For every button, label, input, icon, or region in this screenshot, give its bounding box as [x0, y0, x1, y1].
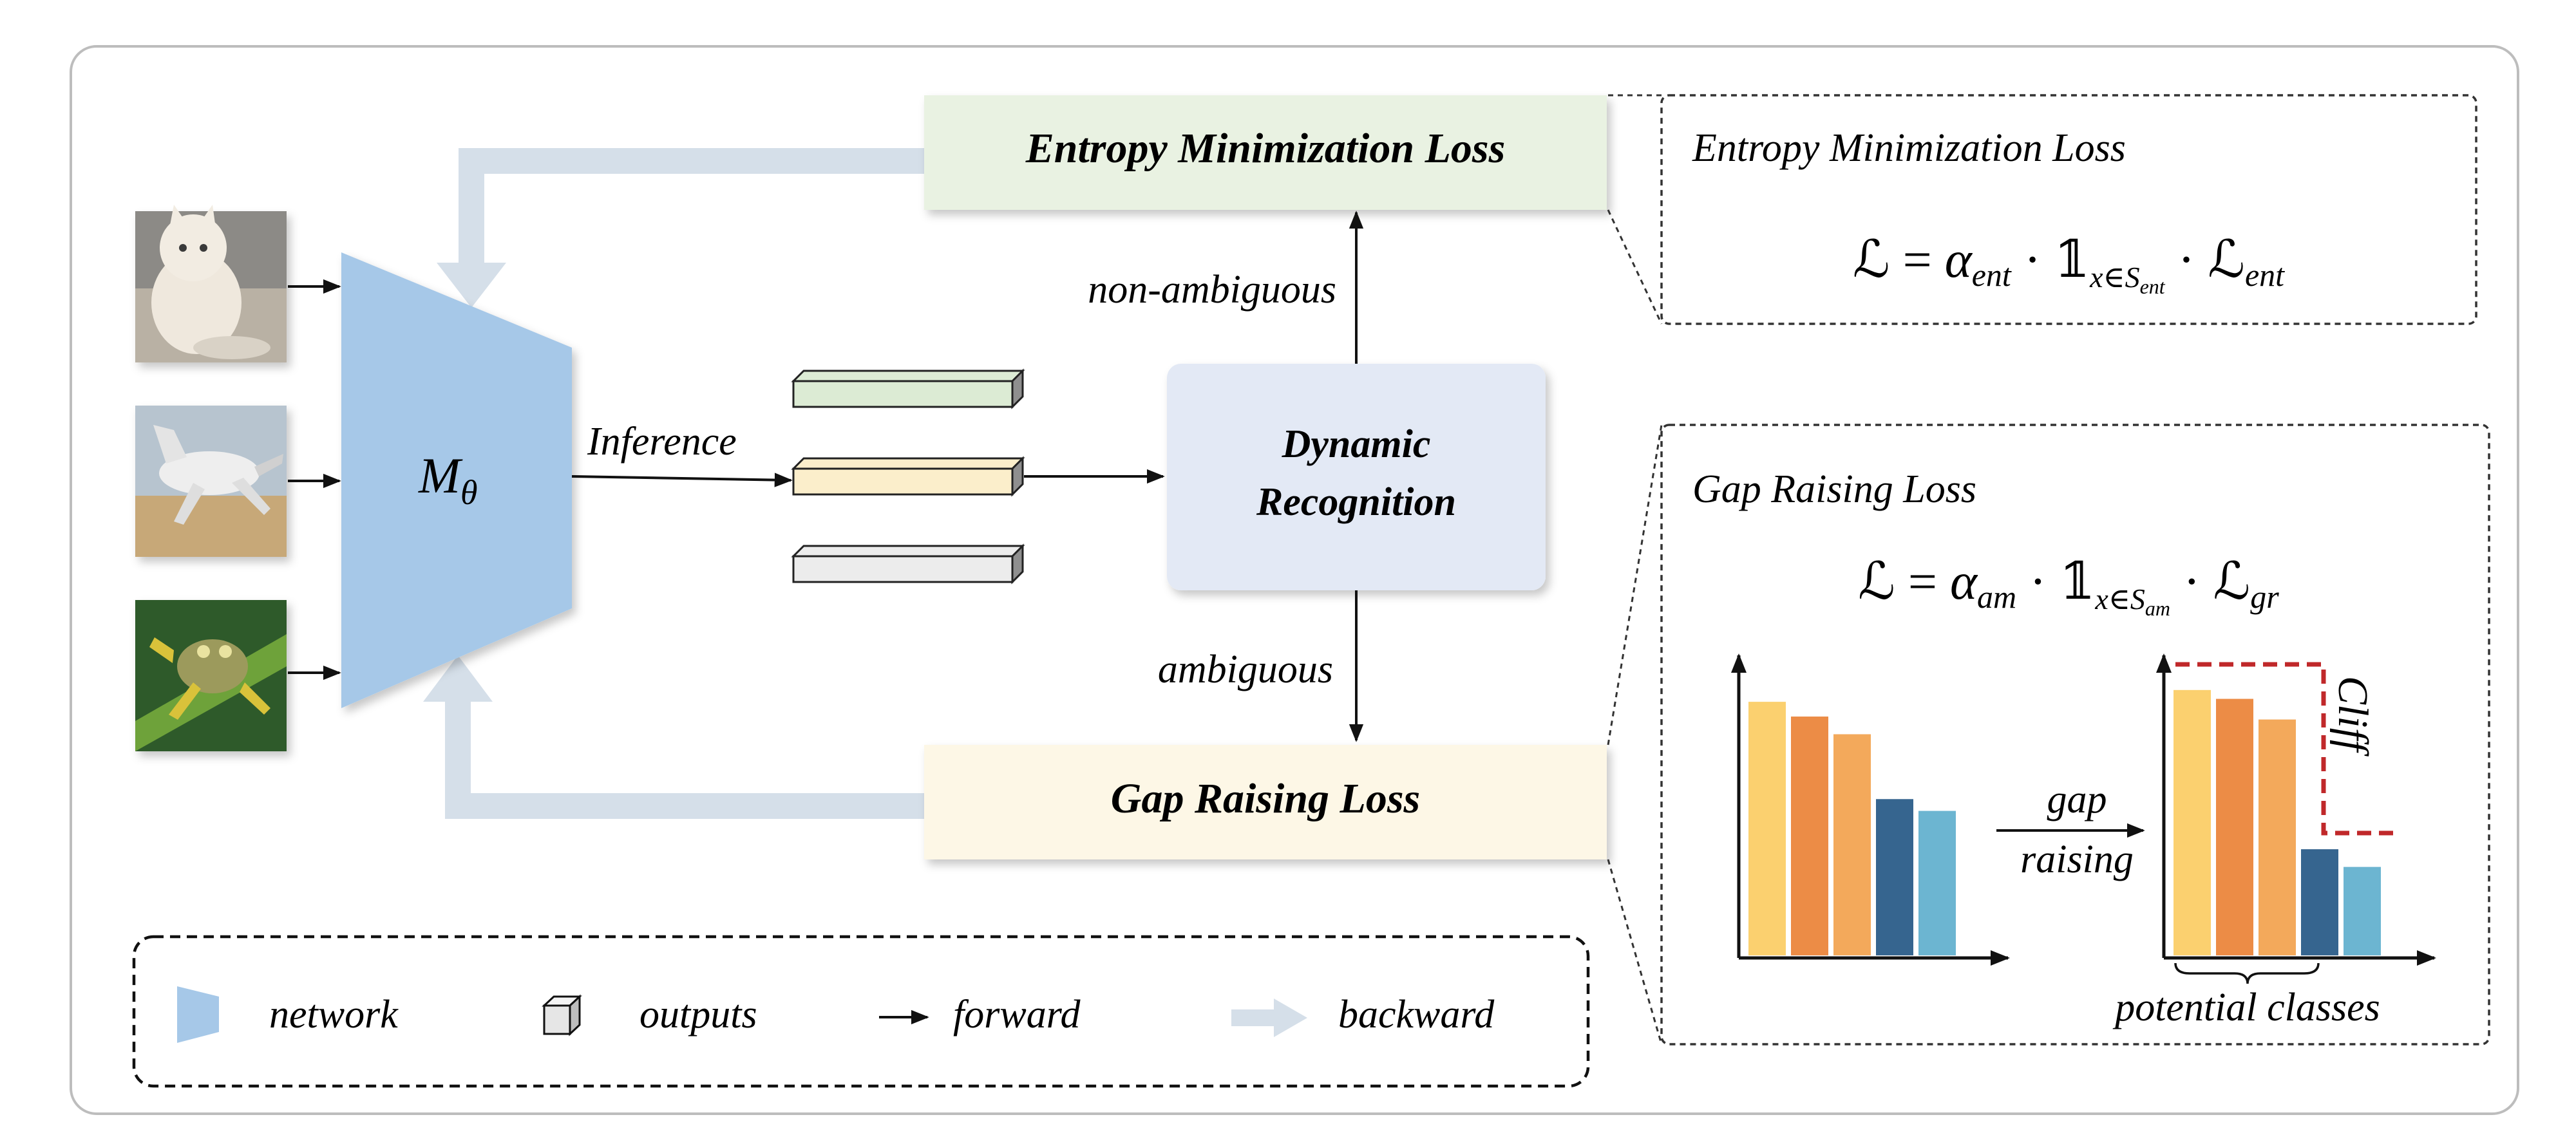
legend-network-icon — [177, 986, 219, 1043]
backward-arrow-bottom-head — [423, 655, 493, 702]
legend-forward-label: forward — [953, 993, 1081, 1036]
ambiguous-label: ambiguous — [1158, 648, 1333, 691]
gap-raising-label-line2: raising — [2020, 838, 2134, 881]
input-image-cat — [135, 205, 287, 362]
chart-bar — [2174, 689, 2211, 955]
inference-label: Inference — [587, 420, 737, 464]
chart-bar — [1791, 717, 1828, 955]
legend-backward-icon — [1231, 999, 1307, 1037]
output-bar-top — [791, 545, 1025, 558]
legend: network outputs forward backward — [132, 935, 1590, 1088]
chart-bar — [1876, 799, 1913, 955]
output-bar-front — [792, 380, 1014, 408]
backward-arrow-bottom-path — [445, 695, 924, 819]
chart-bar — [1833, 734, 1871, 955]
cliff-label: Cliff — [2329, 676, 2376, 756]
entropy-panel-title: Entropy Minimization Loss — [1692, 126, 2126, 170]
legend-frame — [132, 935, 1590, 1088]
chart-bar — [1748, 702, 1786, 955]
gap-formula: ℒ = αam · 𝟙x∈Sam · ℒgr — [1858, 554, 2279, 620]
entropy-formula: ℒ = αent · 𝟙x∈Sent · ℒent — [1853, 232, 2285, 298]
bar-chart-before — [1731, 653, 2010, 966]
legend-outputs-icon — [542, 994, 582, 1036]
legend-outputs-label: outputs — [639, 993, 757, 1036]
bar-chart-after — [2156, 653, 2436, 966]
dynamic-recognition-line1: Dynamic — [1282, 422, 1431, 466]
output-bar-top — [791, 457, 1025, 470]
gap-raising-label-line1: gap — [2047, 778, 2107, 821]
network-block — [341, 252, 572, 708]
legend-backward-label: backward — [1338, 993, 1495, 1036]
gap-raising-loss-box — [924, 745, 1607, 859]
potential-classes-brace — [2174, 962, 2320, 984]
legend-network-label: network — [269, 993, 399, 1036]
chart-bar — [2301, 849, 2338, 955]
gap-raising-loss-title: Gap Raising Loss — [1111, 775, 1420, 822]
backward-arrow-top-head — [437, 263, 506, 308]
chart-bar — [2344, 867, 2381, 955]
output-bar-front — [792, 467, 1014, 496]
entropy-formula-panel: Entropy Minimization Loss ℒ = αent · 𝟙x∈… — [1660, 94, 2477, 325]
output-bar-yellow — [791, 456, 1025, 497]
output-bar-front — [792, 555, 1014, 583]
network-label: Mθ — [418, 447, 478, 512]
entropy-minimization-loss-box — [924, 95, 1607, 210]
chart-bar — [2259, 719, 2296, 955]
inference-arrow — [571, 473, 793, 487]
cliff-outline — [2175, 662, 2394, 836]
gap-panel-title: Gap Raising Loss — [1692, 467, 1976, 511]
potential-classes-label: potential classes — [2112, 986, 2380, 1029]
output-bar-gray — [791, 543, 1025, 585]
non-ambiguous-label: non-ambiguous — [1088, 268, 1336, 312]
input-image-frog — [135, 600, 287, 751]
dynamic-recognition-box — [1167, 364, 1546, 590]
backward-arrow-top-path — [459, 148, 924, 270]
chart-bar — [1918, 811, 1956, 955]
output-bar-green — [791, 368, 1025, 409]
chart-bar — [2216, 699, 2253, 955]
entropy-minimization-loss-title: Entropy Minimization Loss — [1025, 125, 1506, 172]
backward-arrow-bottom — [423, 655, 924, 819]
gap-raising-panel: Gap Raising Loss ℒ = αam · 𝟙x∈Sam · ℒgr … — [1660, 424, 2490, 1046]
entropy-zoom-line-bottom — [1607, 209, 1663, 324]
gap-zoom-line-bottom — [1607, 859, 1663, 1045]
dynamic-recognition-line2: Recognition — [1256, 480, 1456, 524]
backward-arrow-top — [437, 148, 924, 308]
output-bar-top — [791, 370, 1025, 382]
input-image-horse — [135, 406, 287, 557]
